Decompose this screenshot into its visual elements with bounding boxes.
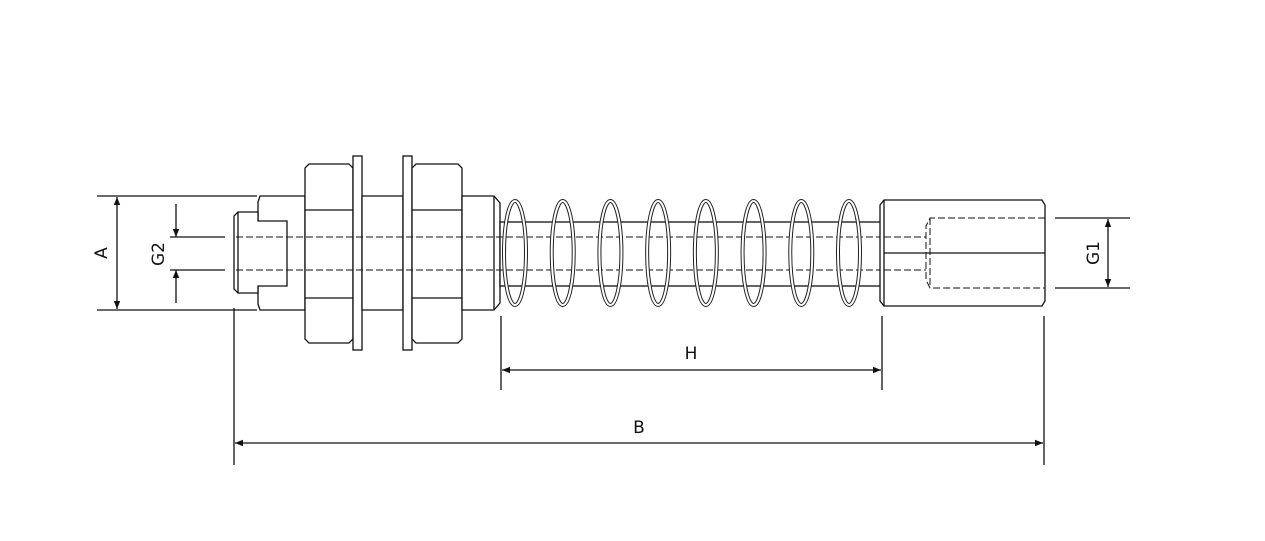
dimension-g1: G1 xyxy=(1055,217,1130,289)
washer-left xyxy=(352,155,363,351)
dimension-label-g1: G1 xyxy=(1084,241,1104,265)
spring-coil xyxy=(788,199,815,307)
spring-coil xyxy=(692,199,719,307)
right-fitting xyxy=(879,199,1046,307)
dimension-label-b: B xyxy=(633,418,645,438)
left-fitting xyxy=(233,155,501,351)
hex-nut-left xyxy=(304,163,354,344)
dimension-h: H xyxy=(500,316,883,390)
spring-coil xyxy=(502,199,528,307)
dimension-b: B xyxy=(233,308,1045,465)
rod xyxy=(499,221,883,287)
dimension-label-a: A xyxy=(92,247,112,259)
dimension-a: A xyxy=(92,195,257,311)
spring-coil xyxy=(645,199,672,307)
spring xyxy=(502,199,862,307)
spring-coil xyxy=(740,199,767,307)
dimension-label-h: H xyxy=(685,344,698,364)
spring-coil xyxy=(597,199,624,307)
spring-coil xyxy=(836,199,862,307)
washer-right xyxy=(402,155,413,351)
spring-coil xyxy=(549,199,576,307)
dimension-g2: G2 xyxy=(149,204,225,303)
hex-nut-right xyxy=(411,163,463,344)
dimension-label-g2: G2 xyxy=(149,242,169,266)
